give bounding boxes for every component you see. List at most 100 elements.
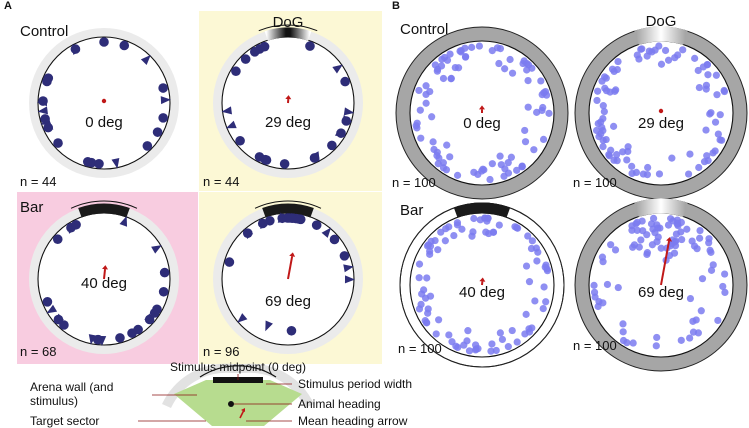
heading-marker [607, 241, 615, 249]
mean-heading-label: 0 deg [463, 115, 501, 132]
heading-marker [37, 106, 48, 115]
heading-marker [311, 151, 320, 163]
panel-a-dog: DoG 29 deg n = 44 [203, 14, 363, 189]
heading-marker [428, 113, 436, 121]
heading-marker [533, 257, 541, 265]
heading-marker [482, 228, 490, 236]
arena-outer-edge [395, 26, 569, 200]
arena-wall [396, 27, 568, 199]
heading-marker [496, 152, 504, 160]
mean-heading-label: 29 deg [638, 115, 684, 132]
heading-marker [629, 243, 637, 251]
heading-marker [523, 66, 531, 74]
heading-marker [443, 141, 451, 149]
legend-target-sector: Target sector [30, 414, 99, 428]
heading-marker [679, 46, 687, 54]
heading-marker [524, 232, 532, 240]
heading-marker [706, 246, 714, 254]
heading-marker [599, 102, 607, 110]
mean-heading-label: 69 deg [638, 284, 684, 301]
heading-marker [457, 46, 465, 55]
heading-marker [650, 214, 658, 223]
heading-marker [488, 160, 496, 168]
heading-marker [521, 138, 530, 146]
heading-marker [721, 288, 729, 297]
condition-label: DoG [273, 14, 304, 31]
heading-marker [433, 67, 441, 75]
panel-letter-b: B [392, 0, 400, 12]
heading-marker [711, 118, 720, 126]
heading-marker [431, 236, 439, 245]
heading-marker [623, 339, 631, 347]
animal-heading-dot [228, 401, 234, 407]
heading-marker [341, 115, 353, 123]
arena-plot [574, 26, 748, 200]
heading-marker [119, 215, 128, 227]
heading-marker [504, 169, 513, 177]
heading-marker [423, 242, 432, 250]
stimulus-dog [634, 198, 688, 218]
heading-marker [511, 223, 519, 231]
heading-marker [279, 159, 290, 169]
heading-marker [513, 338, 521, 346]
heading-marker [507, 153, 515, 161]
heading-marker [608, 65, 617, 73]
heading-marker [462, 52, 470, 61]
heading-marker [475, 42, 483, 50]
stimulus-period-arc [199, 365, 277, 378]
heading-marker [638, 45, 646, 53]
heading-marker [66, 223, 76, 234]
heading-marker [447, 74, 455, 83]
heading-marker [683, 225, 691, 233]
target-sector-schematic [174, 380, 302, 426]
heading-marker [628, 222, 636, 230]
heading-marker [265, 320, 273, 332]
heading-marker [657, 244, 665, 252]
heading-marker [648, 241, 657, 249]
heading-marker [332, 64, 343, 74]
heading-marker [496, 329, 504, 337]
heading-marker [633, 226, 641, 234]
sample-size-label: n = 100 [392, 175, 436, 190]
heading-marker [422, 82, 430, 90]
heading-marker [628, 169, 636, 178]
arena-plot [399, 202, 565, 368]
heading-marker [711, 147, 719, 155]
heading-marker [651, 229, 659, 237]
legend-animal-heading: Animal heading [298, 397, 381, 411]
heading-marker [224, 257, 235, 267]
panel-b-control: Control 0 deg n = 100 [392, 21, 569, 200]
heading-marker [696, 226, 704, 235]
heading-marker [688, 237, 696, 245]
heading-marker [152, 304, 162, 315]
heading-marker [639, 227, 647, 235]
heading-marker [624, 143, 632, 151]
heading-marker [43, 122, 53, 133]
sample-size-label: n = 96 [203, 344, 240, 359]
heading-marker [613, 151, 621, 159]
heading-marker [694, 329, 702, 337]
heading-marker [441, 237, 449, 245]
heading-marker [677, 336, 685, 344]
heading-marker [541, 263, 549, 271]
heading-marker [655, 170, 664, 178]
heading-marker [468, 232, 476, 240]
heading-marker [705, 239, 713, 247]
heading-marker [497, 161, 505, 169]
arena-plot [395, 26, 569, 200]
heading-marker [488, 340, 496, 348]
heading-marker [696, 234, 704, 242]
heading-marker [446, 50, 454, 58]
sample-size-label: n = 68 [20, 344, 57, 359]
mean-heading-arrowhead [285, 95, 292, 100]
heading-marker [720, 87, 729, 96]
heading-marker [38, 96, 48, 106]
heading-marker [590, 281, 598, 289]
heading-marker [424, 309, 432, 317]
heading-marker [508, 326, 516, 335]
heading-marker [719, 282, 727, 291]
stimulus-bar [453, 202, 511, 218]
heading-marker [619, 148, 627, 156]
legend-mean-heading-arrow: Mean heading arrow [298, 414, 408, 428]
heading-marker [71, 219, 81, 230]
